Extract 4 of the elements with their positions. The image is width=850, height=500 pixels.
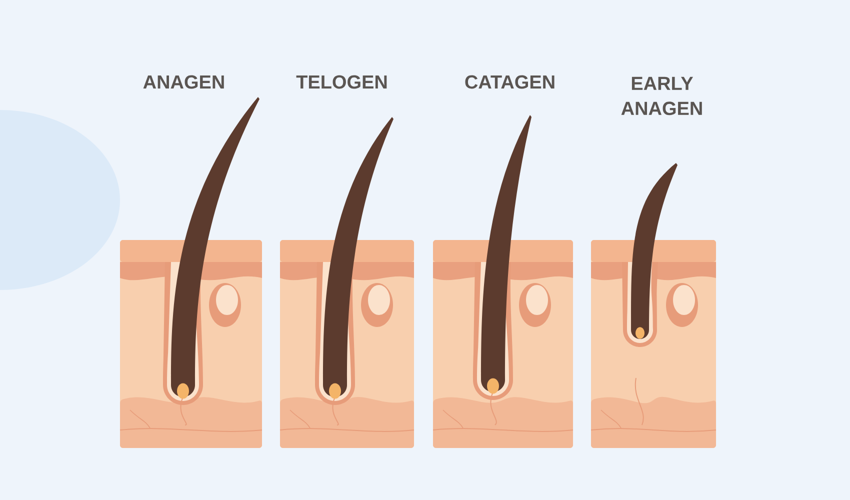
stage-label: CATAGEN bbox=[465, 75, 554, 89]
stage-label: ANAGEN bbox=[143, 75, 224, 89]
stage-label: TELOGEN bbox=[296, 75, 387, 89]
stage-label: EARLY ANAGEN bbox=[621, 76, 702, 116]
